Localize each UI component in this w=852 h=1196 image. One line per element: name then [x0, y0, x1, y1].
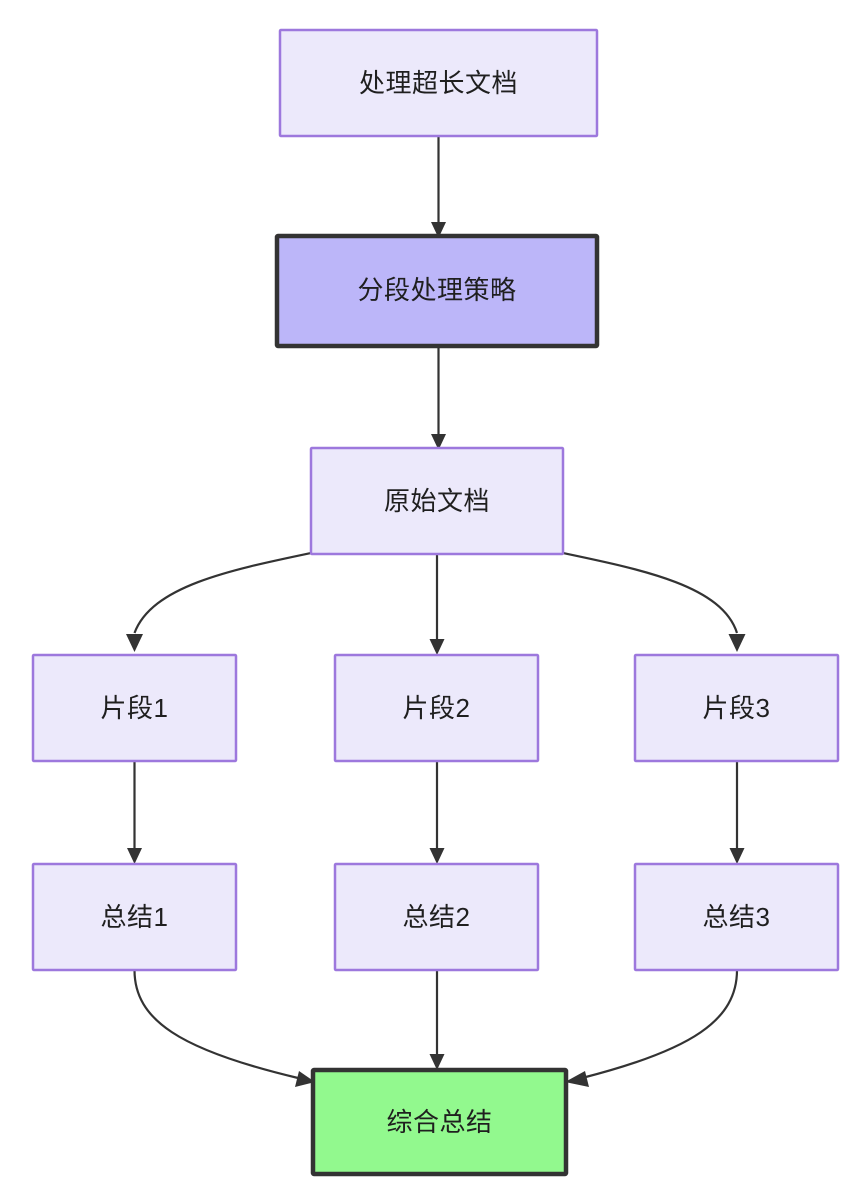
- node-chunk-2[interactable]: 片段2: [333, 653, 540, 763]
- node-box[interactable]: [274, 233, 600, 349]
- arrowhead-icon: [127, 848, 142, 864]
- arrowhead-icon: [429, 1054, 445, 1070]
- node-summary-3[interactable]: 总结3: [633, 862, 840, 972]
- node-summary-1[interactable]: 总结1: [31, 862, 238, 972]
- node-label: 原始文档: [384, 486, 490, 516]
- edge-layer: [126, 136, 746, 1087]
- arrowhead-icon: [295, 1071, 315, 1087]
- edge-chunk1-to-summary1: [127, 761, 142, 864]
- node-label: 处理超长文档: [359, 68, 518, 98]
- node-label: 总结2: [403, 902, 471, 932]
- arrowhead-icon: [565, 1071, 589, 1087]
- node-label: 综合总结: [386, 1107, 492, 1137]
- node-layer: 处理超长文档 分段处理策略 原始文档 片段1 片段2 片段3: [31, 28, 840, 1177]
- node-label: 总结1: [101, 902, 169, 932]
- edge-chunk2-to-summary2: [429, 761, 445, 864]
- edge-source-to-chunk3: [562, 551, 746, 652]
- node-label: 片段1: [101, 693, 169, 723]
- node-label: 片段2: [403, 693, 471, 723]
- node-box[interactable]: [31, 862, 238, 972]
- node-box[interactable]: [309, 446, 565, 556]
- edge-summary3-to-final: [565, 969, 739, 1087]
- arrowhead-icon: [431, 222, 446, 238]
- node-label: 总结3: [703, 902, 771, 932]
- edge-strategy-to-source: [431, 346, 446, 450]
- node-source-document[interactable]: 原始文档: [309, 446, 565, 556]
- edge-source-to-chunk2: [429, 554, 445, 655]
- edge-source-to-chunk1: [126, 551, 312, 652]
- edge-chunk3-to-summary3: [729, 761, 745, 864]
- node-label: 片段3: [703, 693, 771, 723]
- arrowhead-icon: [729, 848, 745, 864]
- edge-summary2-to-final: [429, 970, 445, 1070]
- arrowhead-icon: [431, 434, 446, 450]
- arrowhead-icon: [728, 634, 746, 652]
- node-box[interactable]: [31, 653, 238, 763]
- node-box[interactable]: [633, 653, 840, 763]
- node-box[interactable]: [310, 1067, 569, 1177]
- node-chunk-3[interactable]: 片段3: [633, 653, 840, 763]
- node-final-summary[interactable]: 综合总结: [310, 1067, 569, 1177]
- node-box[interactable]: [278, 28, 599, 138]
- node-chunk-1[interactable]: 片段1: [31, 653, 238, 763]
- arrowhead-icon: [126, 634, 143, 652]
- node-process-long-document[interactable]: 处理超长文档: [278, 28, 599, 138]
- node-box[interactable]: [633, 862, 840, 972]
- edge-process-to-strategy: [431, 136, 446, 238]
- node-label: 分段处理策略: [357, 275, 516, 305]
- edge-summary1-to-final: [133, 969, 315, 1087]
- node-box[interactable]: [333, 862, 540, 972]
- arrowhead-icon: [429, 848, 445, 864]
- node-summary-2[interactable]: 总结2: [333, 862, 540, 972]
- node-box[interactable]: [333, 653, 540, 763]
- arrowhead-icon: [429, 639, 445, 655]
- node-chunking-strategy[interactable]: 分段处理策略: [274, 233, 600, 349]
